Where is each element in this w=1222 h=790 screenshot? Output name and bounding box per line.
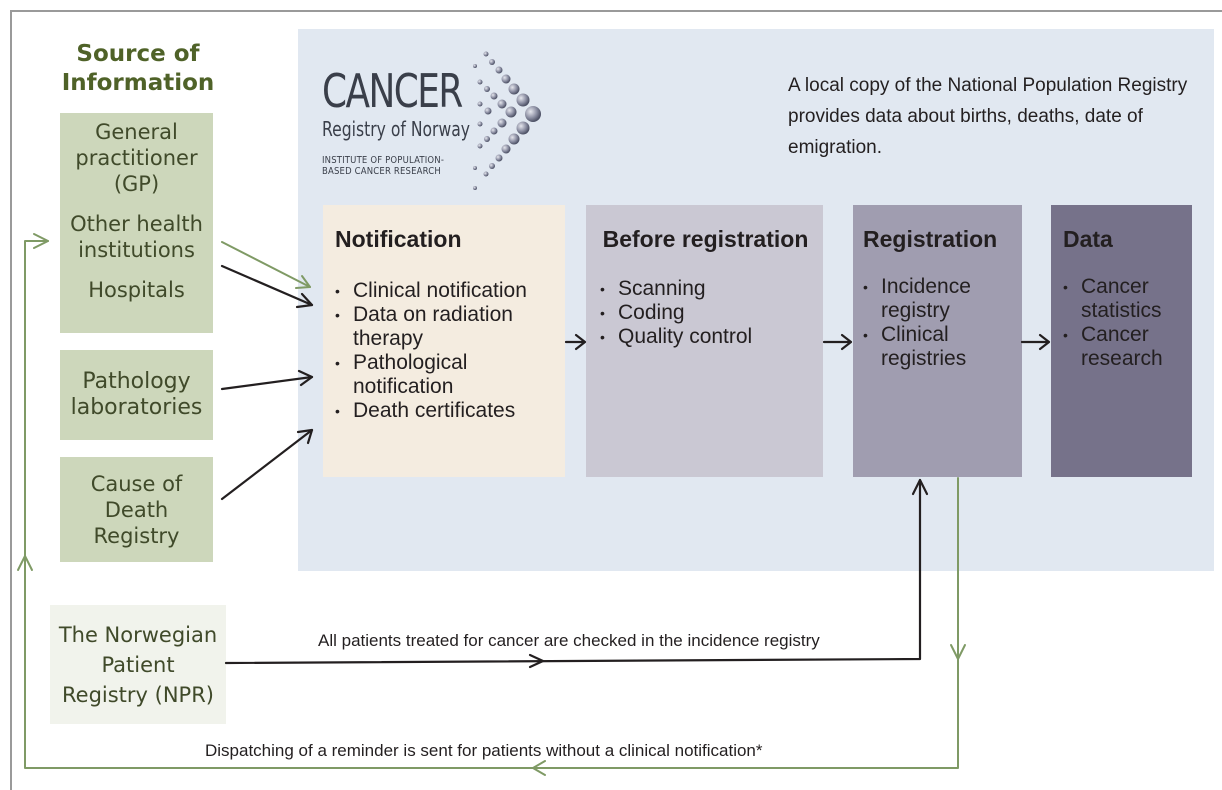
notification-item: Pathological notification [335, 351, 555, 399]
arrow-pathology-to-notification [220, 375, 314, 391]
arrow-before-to-registration [822, 333, 853, 351]
arrow-cod-to-notification [220, 428, 314, 501]
source-box-health: General practitioner (GP) Other health i… [60, 113, 213, 333]
arrow-npr-to-registration-head [911, 478, 929, 496]
npr-check-label: All patients treated for cancer are chec… [318, 631, 820, 650]
logo-institute-line2: BASED CANCER RESEARCH [322, 166, 441, 177]
before-item: Scanning [600, 277, 813, 301]
logo-subtitle: Registry of Norway [322, 117, 471, 141]
arrow-green-to-notification [221, 241, 311, 288]
source-title-line1: Source of [76, 41, 200, 67]
cancer-registry-logo: CANCER Registry of Norway INSTITUTE OF P… [322, 51, 572, 192]
diagram-frame [10, 10, 1222, 790]
arrow-health-to-notification-head [295, 292, 314, 309]
arrow-npr-mid-head [528, 653, 545, 669]
stage-registration: Registration Incidence registry Clinical… [853, 205, 1022, 477]
stage-notification-title: Notification [335, 226, 462, 252]
source-box-npr: The Norwegian Patient Registry (NPR) [50, 605, 226, 724]
source-title-line2: Information [61, 70, 215, 96]
source-box-pathology: Pathology laboratories [60, 350, 213, 440]
arrow-health-to-notification [220, 264, 314, 307]
stage-before-title: Before registration [602, 226, 809, 252]
registration-item: Clinical registries [863, 323, 1012, 371]
npr-line2: Patient [101, 652, 175, 677]
stage-registration-title: Registration [863, 226, 998, 252]
logo-dots-icon [473, 51, 541, 190]
notification-item: Data on radiation therapy [335, 303, 555, 351]
arrow-reminder-head-right [33, 233, 49, 249]
arrow-green-to-notification-head [295, 275, 311, 289]
stage-before-registration: Before registration Scanning Coding Qual… [586, 205, 823, 477]
population-registry-note: A local copy of the National Population … [788, 75, 1188, 158]
stage-data: Data Cancer statistics Cancer research [1051, 205, 1192, 477]
arrow-reminder-head-up [17, 555, 33, 571]
data-item: Cancer statistics [1063, 275, 1182, 323]
stage-data-title: Data [1063, 226, 1113, 252]
arrow-registration-to-data [1020, 333, 1051, 351]
arrow-npr-to-registration [224, 478, 922, 665]
source-hospitals: Hospitals [88, 278, 185, 302]
registration-item: Incidence registry [863, 275, 1012, 323]
npr-line1: The Norwegian [58, 622, 218, 647]
arrow-pathology-to-notification-head [297, 369, 314, 387]
source-box-cause-of-death: Cause of Death Registry [60, 457, 213, 562]
source-cause-of-death: Cause of Death Registry [90, 471, 183, 548]
notification-item: Clinical notification [335, 279, 555, 303]
reminder-label: Dispatching of a reminder is sent for pa… [205, 741, 763, 760]
logo-name: CANCER [322, 64, 463, 118]
before-item: Coding [600, 301, 813, 325]
arrow-notification-to-before [564, 333, 587, 351]
logo-institute-line1: INSTITUTE OF POPULATION- [322, 155, 445, 166]
notification-item: Death certificates [335, 399, 555, 423]
arrow-reminder-head-down [950, 644, 966, 660]
source-pathology: Pathology laboratories [70, 369, 203, 420]
stage-notification: Notification Clinical notification Data … [323, 205, 565, 477]
data-item: Cancer research [1063, 323, 1182, 371]
source-title: Source of Information [58, 40, 218, 98]
npr-line3: Registry (NPR) [62, 682, 214, 707]
source-other-health: Other health institutions [70, 212, 203, 262]
source-gp: General practitioner (GP) [75, 120, 198, 196]
arrow-reminder-loop [24, 240, 959, 769]
arrow-cod-to-notification-head [296, 428, 314, 445]
before-item: Quality control [600, 325, 813, 349]
arrow-reminder-head-left [532, 760, 546, 776]
